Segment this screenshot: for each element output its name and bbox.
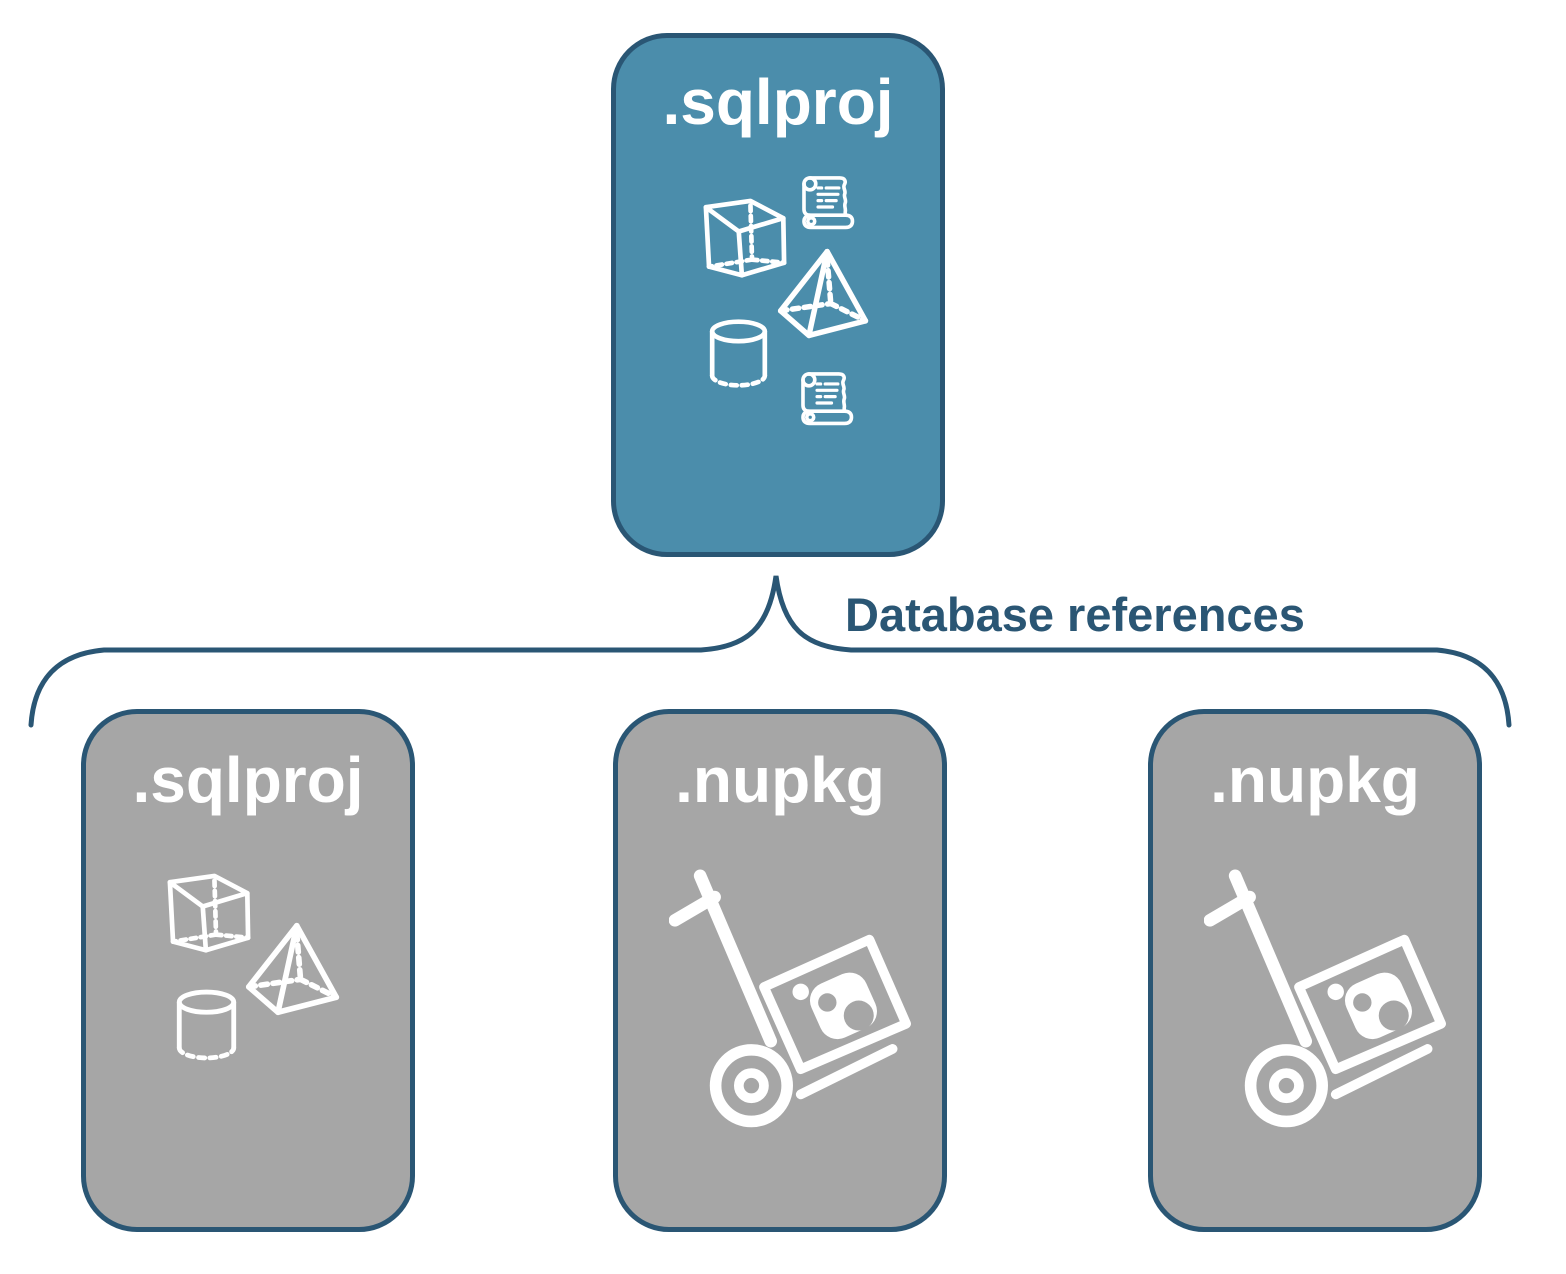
nupkg-reference-card-1: .nupkg bbox=[613, 709, 947, 1232]
card-title: .sqlproj bbox=[132, 744, 364, 816]
card-title: .nupkg bbox=[1210, 744, 1420, 816]
cylinder-icon bbox=[174, 987, 239, 1063]
nuget-hand-truck-icon bbox=[669, 869, 916, 1135]
pyramid-icon bbox=[244, 921, 342, 1017]
scroll-icon bbox=[801, 372, 854, 426]
main-sqlproj-card: .sqlproj bbox=[611, 33, 945, 557]
database-references-label: Database references bbox=[845, 588, 1305, 641]
sqlproj-reference-card: .sqlproj bbox=[81, 709, 415, 1232]
pyramid-icon bbox=[776, 247, 871, 340]
cube-icon bbox=[166, 872, 252, 955]
scroll-icon bbox=[802, 176, 855, 230]
card-title: .nupkg bbox=[675, 744, 885, 816]
nupkg-reference-card-2: .nupkg bbox=[1148, 709, 1482, 1232]
nuget-hand-truck-icon bbox=[1204, 869, 1451, 1135]
card-title: .sqlproj bbox=[662, 66, 894, 138]
cylinder-icon bbox=[707, 317, 770, 390]
